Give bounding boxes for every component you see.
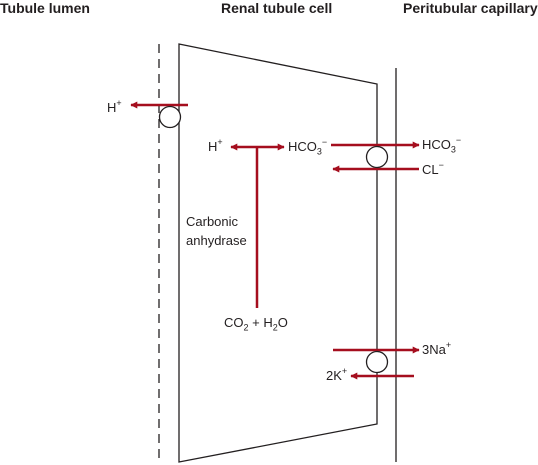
co2-sub: 2 [243,322,249,333]
h-transporter-circle [158,105,182,129]
hco3-cell-base: HCO [288,139,317,154]
na-sup: + [445,339,452,350]
cl-label: CL− [422,159,444,177]
cl-sup: − [438,159,444,170]
h-lumen-label: H+ [107,97,122,115]
h2o-o: O [277,315,288,330]
h-lumen-sup: + [116,97,122,108]
co2-plus-h: + H [248,315,273,330]
k-base: 2K [326,368,342,383]
renal-cell-outline [178,43,378,463]
h-cell-sup: + [217,136,223,147]
co2-h2o-label: CO2 + H2O [224,315,288,333]
k-label: 2K+ [326,365,348,383]
hco3-cl-exchanger-circle [365,145,389,169]
hco3-cell-label: HCO3− [288,136,328,157]
h-lumen-base: H [107,100,117,115]
h2o-sub: 2 [272,322,278,333]
h-cell-label: H+ [208,136,223,154]
co2-base: CO [224,315,244,330]
hco3-cap-base: HCO [422,137,451,152]
carbonic-anhydrase-line2: anhydrase [186,233,247,248]
na-label: 3Na+ [422,339,452,357]
hco3-cell-sup: − [321,136,328,147]
hco3-cell-sub: 3 [316,146,322,157]
hco3-cap-sub: 3 [450,144,456,155]
na-k-pump-circle [365,350,389,374]
hco3-cap-sup: − [455,134,462,145]
na-base: 3Na [422,342,446,357]
renal-tubule-cell-header: Renal tubule cell [221,0,333,16]
tubule-lumen-header: Tubule lumen [0,0,90,16]
h-cell-base: H [208,139,218,154]
cl-base: CL [422,162,439,177]
hco3-capillary-label: HCO3− [422,134,462,155]
peritubular-capillary-header: Peritubular capillary [403,0,538,16]
carbonic-anhydrase-line1: Carbonic [186,214,239,229]
k-sup: + [341,365,348,376]
